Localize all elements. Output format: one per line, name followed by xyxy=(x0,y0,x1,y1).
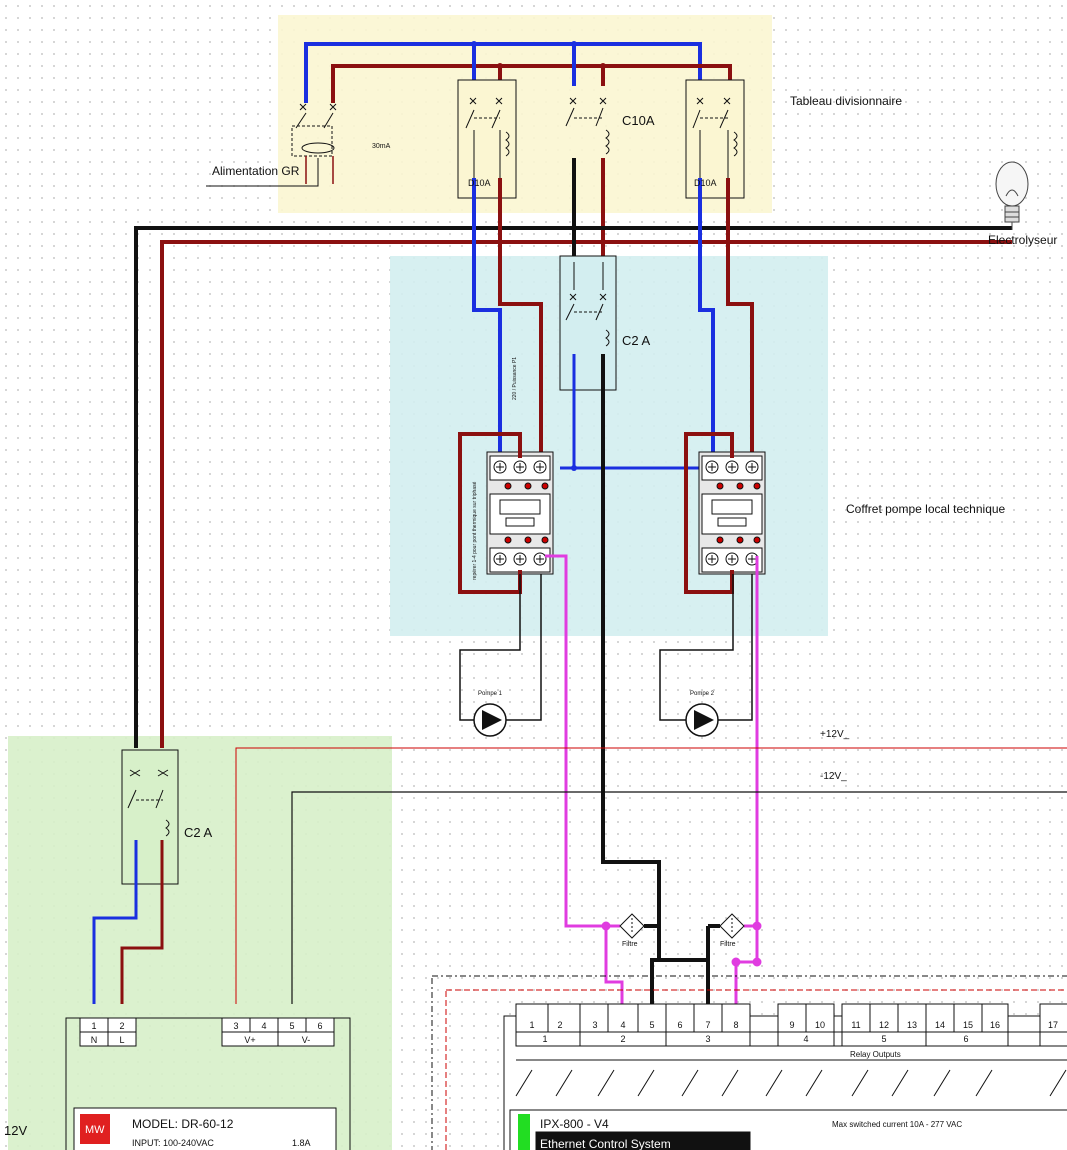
dc-rails xyxy=(235,747,1067,1004)
psu-terminal: 5 xyxy=(289,1021,294,1031)
ipx-subtitle: Ethernet Control System xyxy=(540,1137,671,1150)
ipx-relay: 2 xyxy=(620,1034,625,1044)
pump-2-icon xyxy=(685,703,719,737)
filter-2-label: Filtre xyxy=(720,941,736,948)
psu-input: INPUT: 100-240VAC xyxy=(132,1138,214,1148)
ipx-relay: 5 xyxy=(881,1034,886,1044)
plus-12v-label: +12V_ xyxy=(820,729,850,740)
voltage-left-label: 12V xyxy=(4,1123,27,1138)
contactor-2 xyxy=(698,451,766,575)
contactor-feed-lines xyxy=(472,178,754,452)
ipx-terminal: 16 xyxy=(990,1020,1000,1030)
filter-black-links xyxy=(644,924,720,1004)
vertical-note: 220 / Puissance P1 xyxy=(512,357,518,400)
ipx-relay: 3 xyxy=(705,1034,710,1044)
ipx-terminal: 9 xyxy=(789,1020,794,1030)
breaker-c2-top-label: C2 A xyxy=(622,333,651,348)
contactor-1 xyxy=(486,451,554,575)
ipx-max-current: Max switched current 10A - 277 VAC xyxy=(832,1120,962,1129)
alimentation-label: Alimentation GR xyxy=(212,164,300,178)
ipx-title: IPX-800 - V4 xyxy=(540,1117,609,1131)
breaker-c2-bottom-label: C2 A xyxy=(184,825,213,840)
ipx-terminal: 13 xyxy=(907,1020,917,1030)
ipx-terminal: 17 xyxy=(1048,1020,1058,1030)
zone-label-coffret: Coffret pompe local technique xyxy=(846,502,1006,516)
psu-sub-label: L xyxy=(119,1035,124,1045)
breaker-d10-left-label: D10A xyxy=(468,178,491,188)
ipx-terminal: 5 xyxy=(649,1020,654,1030)
control-wiring xyxy=(545,554,762,1004)
ipx-terminal: 1 xyxy=(529,1020,534,1030)
ipx-terminal-grid xyxy=(547,1004,983,1046)
psu-terminal: 6 xyxy=(317,1021,322,1031)
ipx-terminal-labels: 1 2 3 4 5 6 7 8 9 10 11 12 13 14 15 16 1… xyxy=(529,1020,1058,1044)
ipx-terminal: 6 xyxy=(677,1020,682,1030)
zone-label-tableau: Tableau divisionnaire xyxy=(790,94,902,108)
electrolyseur-label: Electrolyseur xyxy=(988,233,1057,247)
psu-terminal: 3 xyxy=(233,1021,238,1031)
zone-power-supply xyxy=(8,736,392,1150)
ipx-terminal: 3 xyxy=(592,1020,597,1030)
psu-sub-label: V- xyxy=(302,1035,311,1045)
ipx-relay: 4 xyxy=(803,1034,808,1044)
pump-wiring xyxy=(459,574,753,721)
psu-brand: MW xyxy=(85,1124,105,1136)
diff-rating-label: 30mA xyxy=(372,143,391,150)
ipx-terminal: 7 xyxy=(705,1020,710,1030)
psu-model: MODEL: DR-60-12 xyxy=(132,1117,234,1131)
breaker-d10-right xyxy=(685,79,745,199)
ipx-terminal: 11 xyxy=(851,1020,860,1030)
pump-2-label: Pompe 2 xyxy=(690,691,715,697)
psu-terminal: 1 xyxy=(91,1021,96,1031)
psu-terminal: 2 xyxy=(119,1021,124,1031)
ipx-terminal: 12 xyxy=(879,1020,889,1030)
ipx-terminal: 8 xyxy=(733,1020,738,1030)
ipx-terminal: 2 xyxy=(557,1020,562,1030)
ipx-terminal: 4 xyxy=(620,1020,625,1030)
psu-sub-label: V+ xyxy=(244,1035,255,1045)
electrolyseur-bulb-icon xyxy=(995,161,1029,230)
relay-outputs-label: Relay Outputs xyxy=(850,1050,901,1059)
psu-current: 1.8A xyxy=(292,1138,311,1148)
filter-1-label: Filtre xyxy=(622,941,638,948)
breaker-d10-left xyxy=(457,79,517,199)
contactor-note: repérer 1-4 pour pont thermique sur trip… xyxy=(472,481,478,580)
ipx-block xyxy=(431,975,1067,1150)
psu-terminal: 4 xyxy=(261,1021,266,1031)
breaker-c10 xyxy=(565,97,610,155)
psu-sub-label: N xyxy=(91,1035,98,1045)
ipx-terminal: 10 xyxy=(815,1020,825,1030)
psu-block xyxy=(65,1017,351,1150)
ipx-terminal: 14 xyxy=(935,1020,945,1030)
breaker-c2-bottom xyxy=(121,749,179,885)
ipx-relay: 1 xyxy=(542,1034,547,1044)
breaker-c10-label: C10A xyxy=(622,113,655,128)
ipx-relay: 6 xyxy=(963,1034,968,1044)
ipx-terminal: 15 xyxy=(963,1020,973,1030)
filter-2-icon xyxy=(719,913,745,939)
breaker-d10-right-label: D10A xyxy=(694,178,717,188)
filter-1-icon xyxy=(619,913,645,939)
psu-feed-lines xyxy=(92,840,164,1004)
minus-12v-label: -12V_ xyxy=(820,771,847,782)
pump-1-icon xyxy=(473,703,507,737)
pump-1-label: Pompe 1 xyxy=(478,691,503,697)
differential-breaker xyxy=(206,103,337,187)
breaker-c2-top xyxy=(559,255,617,391)
feed-lines xyxy=(134,158,1012,748)
psu-terminal-labels: 1 2 3 4 5 6 N L V+ V- xyxy=(91,1021,323,1045)
